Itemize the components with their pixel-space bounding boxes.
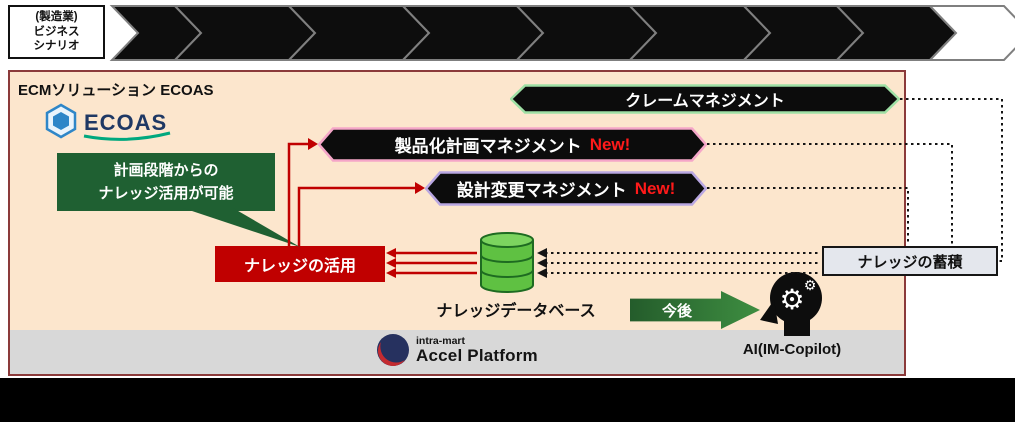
- banner-claim-management: クレームマネジメント: [510, 84, 900, 114]
- business-scenario-line: シナリオ: [33, 40, 80, 53]
- usage-label: ナレッジの活用: [243, 258, 356, 275]
- banner-label: クレームマネジメント: [625, 93, 785, 110]
- platform-product-text: Accel Platform: [416, 345, 538, 365]
- new-badge: New!: [589, 134, 631, 154]
- banner-shape: [510, 84, 900, 114]
- bottom-black-strip: [0, 378, 1015, 422]
- banner-product-plan-management: 製品化計画マネジメント New!: [318, 127, 707, 162]
- callout-line: ナレッジ活用が可能: [98, 185, 234, 202]
- new-badge: New!: [634, 178, 676, 198]
- panel-title: ECMソリューション ECOAS: [18, 82, 214, 99]
- ecoas-hex-icon: [45, 103, 77, 139]
- gear-icon: ⚙: [804, 277, 817, 293]
- accumulation-label: ナレッジの蓄積: [857, 253, 963, 271]
- intramart-platform-logo: intra-mart Accel Platform: [376, 333, 538, 367]
- intramart-brand-text: intra-mart: [416, 334, 466, 347]
- business-scenario-box: (製造業) ビジネス シナリオ: [8, 5, 105, 59]
- ecoas-logo-swoosh: [83, 131, 171, 141]
- banner-label: 製品化計画マネジメント: [394, 137, 582, 156]
- ai-label: AI(IM-Copilot): [742, 341, 842, 358]
- process-flow: [109, 5, 1015, 61]
- business-scenario-line: (製造業): [35, 10, 78, 23]
- ecoas-logo-text: ECOAS: [84, 110, 167, 135]
- callout-line: 計画段階からの: [113, 161, 219, 179]
- banner-design-change-management: 設計変更マネジメント New!: [425, 171, 707, 206]
- knowledge-usage-box: ナレッジの活用: [215, 246, 385, 282]
- ai-head-icon: ⚙ ⚙: [760, 272, 822, 336]
- banner-label: 設計変更マネジメント: [456, 181, 627, 200]
- banner-shape: [425, 171, 707, 206]
- knowledge-database-label: ナレッジデータベース: [436, 303, 596, 320]
- banner-shape: [318, 127, 707, 162]
- platform-bar: [10, 330, 904, 374]
- future-arrow-label: 今後: [661, 302, 692, 320]
- knowledge-callout: 計画段階からの ナレッジ活用が可能: [57, 153, 275, 211]
- gear-icon: ⚙: [779, 284, 804, 315]
- business-scenario-line: ビジネス: [33, 25, 80, 38]
- knowledge-database-icon: [480, 232, 534, 293]
- knowledge-accumulation-box: ナレッジの蓄積: [822, 246, 998, 276]
- flow-chevron-future: [927, 5, 1015, 61]
- ecoas-logo: ECOAS: [44, 101, 214, 150]
- intramart-logo-icon: [377, 334, 409, 366]
